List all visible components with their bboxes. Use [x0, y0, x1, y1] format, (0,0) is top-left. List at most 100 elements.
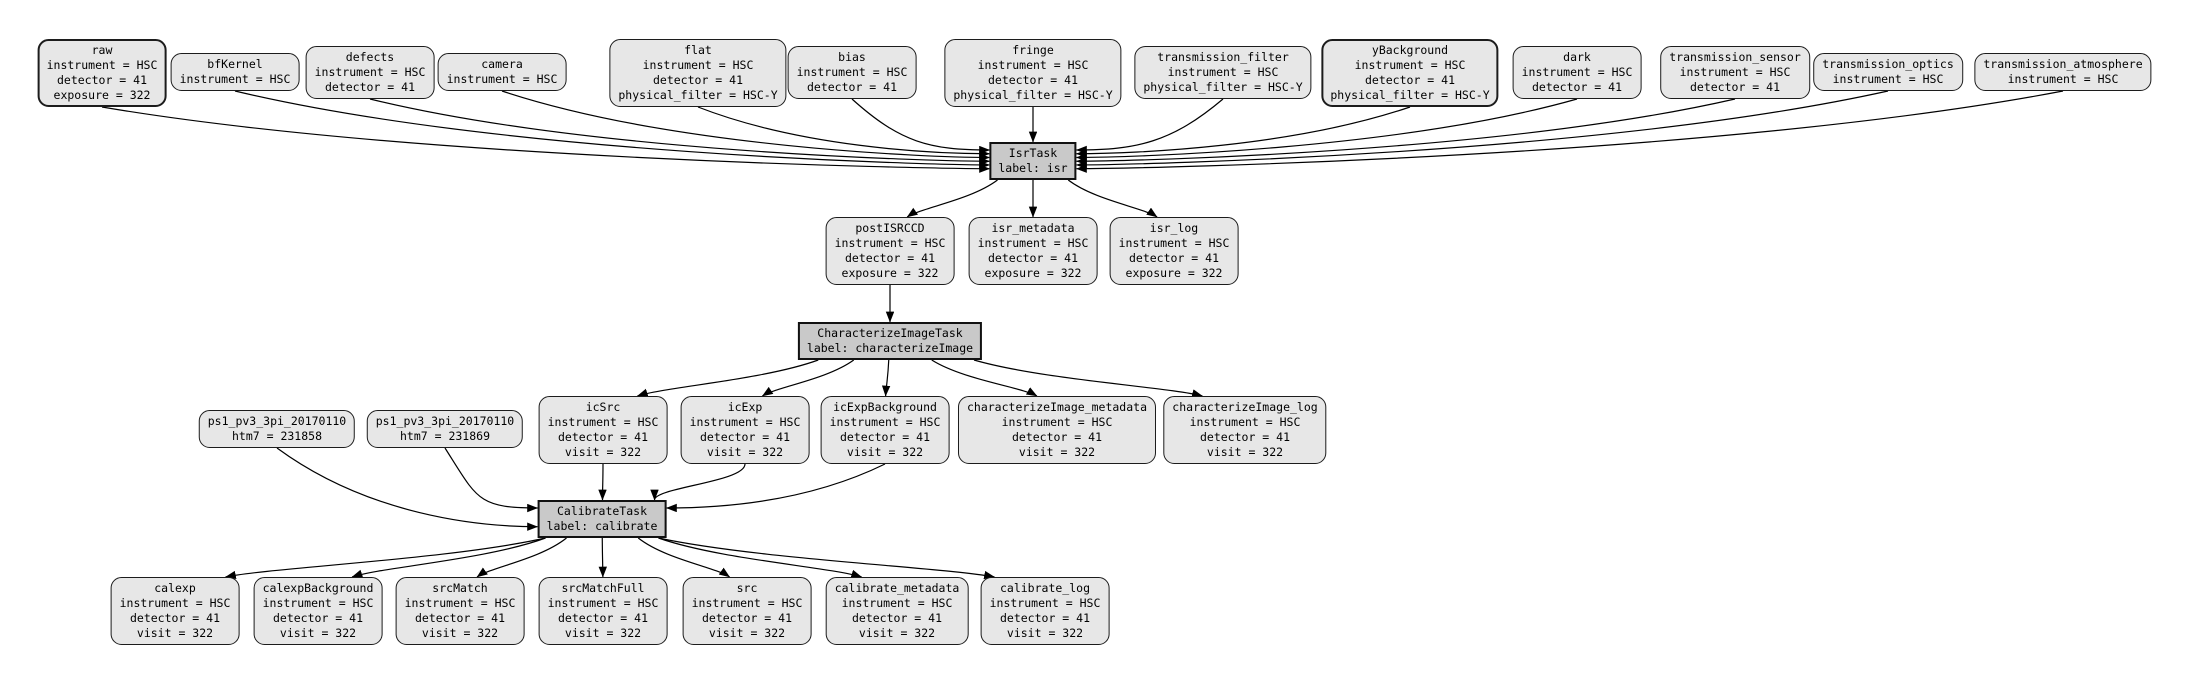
node-attr: detector = 41 [999, 611, 1090, 625]
edge-icSrc-to-calibrate [598, 463, 607, 501]
node-title: flat [684, 43, 712, 57]
edge-calibrate-to-srcMatchFull [598, 537, 607, 578]
edge-ps1_a-to-calibrate [276, 447, 538, 531]
node-attr: detector = 41 [701, 611, 792, 625]
node-attr: detector = 41 [844, 251, 935, 265]
node-title: ps1_pv3_3pi_20170110 [207, 414, 347, 428]
node-title: raw [91, 43, 113, 57]
node-title: characterizeImage_metadata [966, 400, 1148, 414]
node-attr: instrument = HSC [1001, 415, 1113, 429]
node-attr: instrument = HSC [547, 596, 659, 610]
node-title: IsrTask [1008, 146, 1058, 160]
node-attr: label: isr [998, 161, 1068, 175]
node-title: bfKernel [207, 57, 263, 71]
edge-transmission_sensor-to-isr [1076, 98, 1736, 166]
edge-transmission_atmosphere-to-isr [1076, 90, 2064, 173]
node-attr: instrument = HSC [314, 65, 426, 79]
node-title: characterizeImage_log [1172, 400, 1318, 414]
node-attr: visit = 322 [1006, 626, 1084, 640]
node-title: icExpBackground [833, 400, 937, 414]
node-title: yBackground [1371, 43, 1449, 57]
node-attr: instrument = HSC [2007, 72, 2119, 86]
node-title: calexp [154, 581, 196, 595]
node-attr: visit = 322 [1206, 445, 1284, 459]
node-title: icSrc [585, 400, 621, 414]
node-attr: detector = 41 [851, 611, 942, 625]
node-attr: visit = 322 [706, 445, 784, 459]
edge-characterizeImage-to-characterizeImage_metadata [931, 359, 1038, 397]
node-attr: detector = 41 [987, 73, 1078, 87]
node-attr: exposure = 322 [984, 266, 1082, 280]
edge-icExp-to-calibrate [650, 463, 746, 501]
node-attr: instrument = HSC [834, 236, 946, 250]
node-attr: instrument = HSC [119, 596, 231, 610]
node-title: defects [345, 50, 395, 64]
node-title: calexpBackground [262, 581, 374, 595]
node-attr: exposure = 322 [1125, 266, 1223, 280]
node-attr: exposure = 322 [841, 266, 939, 280]
node-attr: instrument = HSC [796, 65, 908, 79]
node-attr: instrument = HSC [1118, 236, 1230, 250]
node-attr: detector = 41 [1199, 430, 1290, 444]
node-attr: detector = 41 [272, 611, 363, 625]
node-attr: physical_filter = HSC-Y [1330, 88, 1490, 102]
edge-calibrate-to-calexpBackground [351, 537, 546, 578]
edge-camera-to-isr [501, 90, 990, 162]
node-title: dark [1563, 50, 1591, 64]
node-title: isr_log [1149, 221, 1199, 235]
node-attr: detector = 41 [699, 430, 790, 444]
edge-ps1_b-to-calibrate [444, 447, 538, 513]
edge-yBackground-to-isr [1076, 106, 1411, 158]
node-title: srcMatchFull [561, 581, 645, 595]
node-attr: instrument = HSC [1679, 65, 1791, 79]
node-attr: htm7 = 231858 [231, 429, 323, 443]
node-title: calibrate_log [999, 581, 1090, 595]
node-attr: detector = 41 [557, 611, 648, 625]
node-attr: detector = 41 [414, 611, 505, 625]
edge-isr-to-isr_log [1067, 179, 1158, 218]
node-title: ps1_pv3_3pi_20170110 [375, 414, 515, 428]
edge-transmission_filter-to-isr [1076, 98, 1224, 155]
node-attr: instrument = HSC [547, 415, 659, 429]
node-attr: instrument = HSC [404, 596, 516, 610]
node-attr: instrument = HSC [691, 596, 803, 610]
node-title: transmission_filter [1157, 50, 1289, 64]
node-attr: instrument = HSC [829, 415, 941, 429]
node-attr: label: calibrate [546, 519, 658, 533]
node-attr: detector = 41 [557, 430, 648, 444]
node-attr: instrument = HSC [262, 596, 374, 610]
node-title: CalibrateTask [556, 504, 647, 518]
node-attr: instrument = HSC [841, 596, 953, 610]
node-attr: visit = 322 [1018, 445, 1096, 459]
node-attr: instrument = HSC [1354, 58, 1466, 72]
node-attr: visit = 322 [421, 626, 499, 640]
node-attr: visit = 322 [564, 626, 642, 640]
edge-raw-to-isr [101, 106, 990, 173]
node-attr: label: characterizeImage [806, 341, 974, 355]
node-attr: instrument = HSC [446, 72, 558, 86]
node-attr: detector = 41 [652, 73, 743, 87]
node-attr: instrument = HSC [689, 415, 801, 429]
edge-calibrate-to-calexp [225, 537, 546, 580]
edge-calibrate-to-calibrate_metadata [658, 537, 863, 578]
node-title: transmission_optics [1822, 57, 1954, 71]
node-title: postISRCCD [855, 221, 925, 235]
edge-characterizeImage-to-icExp [761, 359, 855, 397]
